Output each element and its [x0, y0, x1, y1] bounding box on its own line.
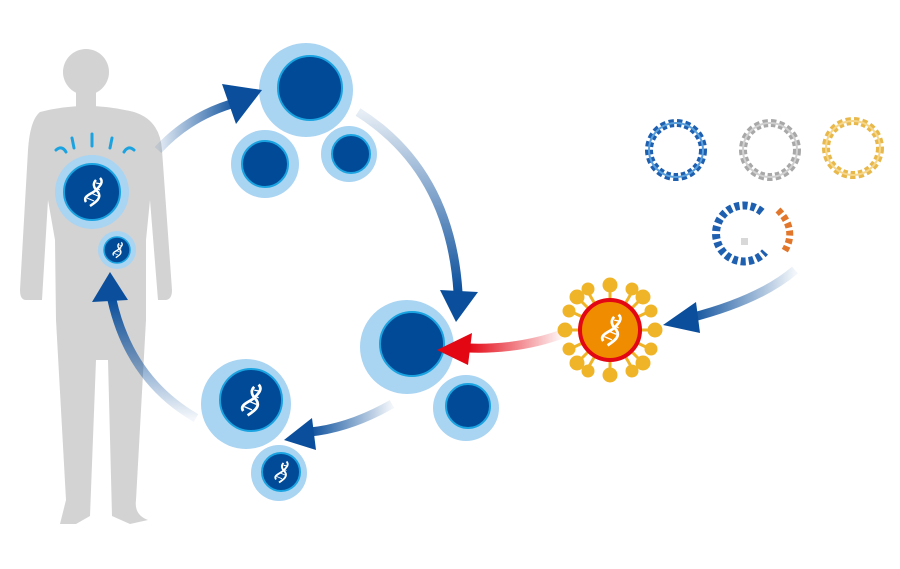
modified-cell-small — [251, 445, 307, 501]
arrow-reinfuse — [92, 272, 199, 422]
human-silhouette — [20, 49, 172, 524]
recombinant-plasmid — [712, 201, 794, 266]
arrow-virus-transduction — [437, 328, 567, 365]
plasmid-yellow — [822, 117, 884, 179]
arrow-to-transduction — [355, 108, 478, 322]
extracted-cell-large — [259, 43, 353, 137]
extracted-cell-small-2 — [321, 126, 377, 182]
plasmid-gray — [739, 119, 801, 181]
target-cell-large — [360, 300, 454, 394]
target-cell-small — [433, 375, 499, 441]
placeholder-square-icon — [741, 238, 748, 245]
patient-cell-small — [98, 231, 136, 269]
patient-cell-large — [55, 155, 129, 229]
modified-cell-large — [201, 359, 291, 449]
plasmid-blue — [645, 119, 707, 181]
extracted-cell-small-1 — [231, 130, 299, 198]
arrow-expand — [284, 400, 395, 450]
arrow-extract — [154, 84, 262, 154]
arrow-plasmid-to-virus — [663, 266, 798, 333]
signal-rays-icon — [54, 132, 136, 154]
viral-vector — [557, 277, 663, 383]
